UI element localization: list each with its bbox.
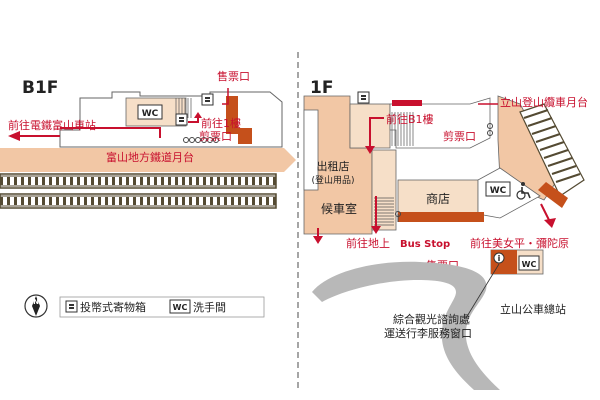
b1-ticket-office-label: 售票口 bbox=[217, 69, 250, 83]
baggage-service-label: 運送行李服務窗口 bbox=[384, 326, 472, 340]
f1-arrow-to-bijodaira bbox=[540, 203, 556, 228]
b1-locker-icon bbox=[201, 93, 214, 106]
b1-to-dentetsu-label: 前往電鐵富山車站 bbox=[8, 118, 96, 132]
f1-to-bijodaira-label: 前往美女平・彌陀原 bbox=[470, 236, 569, 250]
f1-ticket-office-marker bbox=[395, 211, 401, 222]
f1-exit-stairs bbox=[374, 197, 394, 226]
f1-corridor bbox=[389, 97, 491, 149]
info-center-label: 綜合觀光諮詢處 bbox=[393, 312, 470, 326]
b1-ticket-gate-label: 剪票口 bbox=[199, 129, 232, 143]
f1-wc-icon: WC bbox=[485, 181, 511, 197]
f1-locker-icon bbox=[357, 91, 370, 104]
road bbox=[312, 261, 500, 390]
legend-wc-label: 洗手間 bbox=[193, 300, 226, 314]
f1-shop-label: 商店 bbox=[426, 191, 450, 206]
f1-cable-platform-label: 立山登山纜車月台 bbox=[500, 95, 588, 109]
bus-terminal-label: 立山公車總站 bbox=[500, 302, 566, 316]
f1-floor-label: 1F bbox=[310, 78, 333, 98]
b1-platform bbox=[0, 148, 296, 172]
f1-arrow-left-building bbox=[313, 228, 323, 244]
b1-track-1 bbox=[0, 173, 277, 189]
b1-route-lines bbox=[60, 88, 229, 138]
north-arrow: N bbox=[24, 294, 48, 318]
b1-wc-icon: WC bbox=[137, 104, 163, 120]
f1-arrow-to-ground bbox=[371, 196, 381, 234]
f1-bus-stop-label: Bus Stop bbox=[400, 239, 450, 250]
legend-wc-icon-text: WC bbox=[173, 303, 188, 312]
b1-arrow-left bbox=[8, 131, 60, 141]
f1-to-ground-label: 前往地上 bbox=[346, 236, 390, 250]
b1-ticket-gates bbox=[183, 137, 219, 143]
f1-waiting-room-label: 候車室 bbox=[321, 201, 357, 216]
f1-to-b1-label: 前往B1樓 bbox=[386, 112, 434, 126]
f1-rental-label-2: (登山用品) bbox=[311, 175, 354, 186]
b1-platform-label: 富山地方鐵道月台 bbox=[106, 150, 194, 164]
info-icon: i bbox=[493, 252, 505, 264]
f1-gate-symbol bbox=[487, 123, 493, 136]
info-leader-line bbox=[465, 263, 500, 319]
legend-wc-icon: WC bbox=[169, 299, 191, 314]
f1-rental-label-1: 出租店 bbox=[317, 159, 350, 173]
legend-box bbox=[59, 296, 265, 318]
legend-locker-icon bbox=[65, 300, 78, 313]
b1-wc-text: WC bbox=[142, 109, 159, 119]
f1-ticket-gate-label: 剪票口 bbox=[443, 129, 476, 143]
north-letter: N bbox=[33, 298, 39, 306]
f1-wc-text: WC bbox=[490, 186, 507, 196]
bus-terminal-wc-icon: WC bbox=[518, 255, 540, 271]
b1-locker-icon-2 bbox=[175, 113, 188, 126]
info-icon-letter: i bbox=[498, 254, 501, 263]
wheelchair-icon bbox=[516, 182, 531, 200]
bus-terminal-wc-text: WC bbox=[522, 260, 537, 269]
f1-to-b1-route bbox=[365, 117, 384, 154]
b1-floor-label: B1F bbox=[22, 78, 58, 98]
f1-cable-platform bbox=[497, 95, 585, 208]
legend-locker-label: 投幣式寄物箱 bbox=[80, 300, 146, 314]
b1-to-1f-label: 前往1樓 bbox=[201, 116, 241, 130]
b1-track-2 bbox=[0, 193, 277, 209]
